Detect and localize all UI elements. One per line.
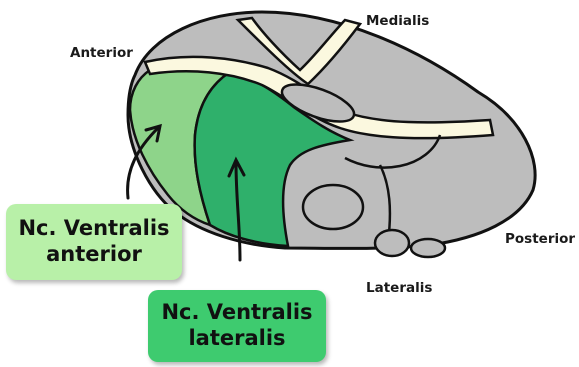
label-medialis: Medialis	[366, 13, 429, 29]
callout-ventralis-anterior-line1: Nc. Ventralis	[18, 216, 169, 242]
lateral-geniculate	[411, 239, 445, 257]
label-posterior: Posterior	[505, 231, 575, 247]
callout-ventralis-lateralis: Nc. Ventralis lateralis	[148, 290, 326, 362]
label-lateralis: Lateralis	[366, 280, 432, 296]
callout-ventralis-lateralis-line2: lateralis	[188, 326, 285, 352]
label-anterior: Anterior	[70, 45, 133, 61]
callout-ventralis-anterior: Nc. Ventralis anterior	[6, 204, 182, 280]
callout-ventralis-anterior-line2: anterior	[46, 242, 142, 268]
medial-geniculate	[375, 230, 409, 256]
round-nucleus	[303, 185, 363, 229]
callout-ventralis-lateralis-line1: Nc. Ventralis	[161, 300, 312, 326]
